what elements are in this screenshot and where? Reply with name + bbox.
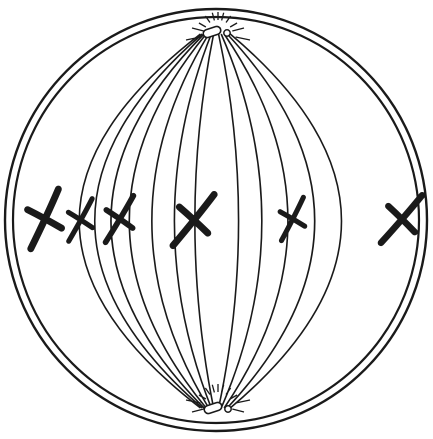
centriole [224, 30, 230, 36]
centriole [225, 406, 231, 412]
